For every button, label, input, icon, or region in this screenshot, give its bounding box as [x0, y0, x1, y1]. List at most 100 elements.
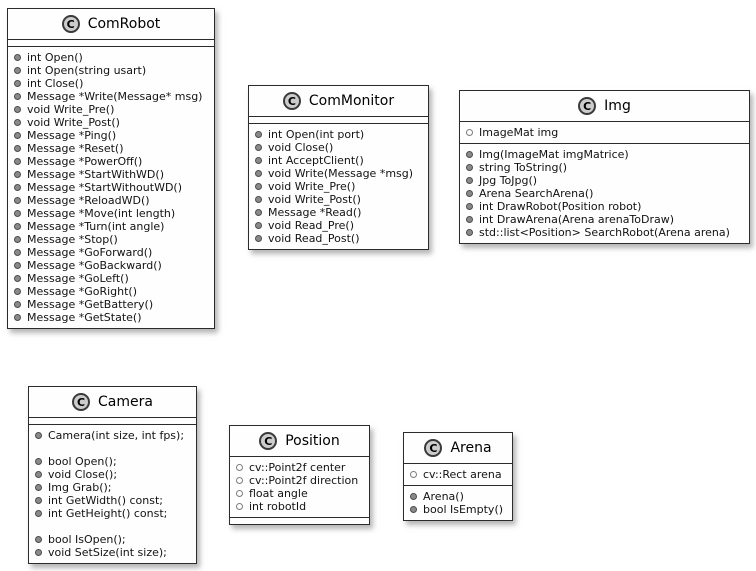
method-row: Message *GetBattery(): [8, 298, 210, 311]
method-visibility-icon: [255, 222, 262, 229]
method-row: void Write_Pre(): [8, 103, 210, 116]
method-visibility-icon: [35, 484, 42, 491]
method-visibility-icon: [14, 67, 21, 74]
method-visibility-icon: [14, 171, 21, 178]
class-name: ComRobot: [87, 16, 161, 32]
method-row: int Open(int port): [249, 128, 424, 141]
method-visibility-icon: [466, 190, 473, 197]
method-visibility-icon: [255, 144, 262, 151]
method-signature: Message *GoRight(): [27, 285, 138, 298]
methods-compartment: int Open()int Open(string usart)int Clos…: [8, 46, 214, 328]
method-row: int DrawRobot(Position robot): [460, 200, 745, 213]
method-row: Jpg ToJpg(): [460, 174, 745, 187]
class-badge-icon: C: [259, 432, 278, 450]
method-visibility-icon: [466, 151, 473, 158]
method-signature: void Read_Post(): [268, 232, 360, 245]
method-visibility-icon: [14, 210, 21, 217]
method-row: Img(ImageMat imgMatrice): [460, 148, 745, 161]
class-name: Arena: [450, 440, 492, 456]
method-row: void Write(Message *msg): [249, 167, 424, 180]
method-signature: string ToString(): [479, 161, 568, 174]
methods-compartment: Arena()bool IsEmpty(): [404, 485, 512, 520]
method-signature: Arena(): [423, 490, 464, 503]
method-signature: bool IsEmpty(): [423, 503, 504, 516]
method-row: Message *StartWithWD(): [8, 168, 210, 181]
method-row: Message *StartWithoutWD(): [8, 181, 210, 194]
field-signature: cv::Point2f direction: [249, 474, 359, 487]
method-visibility-icon: [466, 164, 473, 171]
method-row: void Write_Post(): [8, 116, 210, 129]
method-row: Message *GoLeft(): [8, 272, 210, 285]
method-row: bool IsEmpty(): [404, 503, 508, 516]
class-name: Img: [604, 98, 631, 114]
method-signature: void Write_Post(): [27, 116, 120, 129]
method-visibility-icon: [35, 536, 42, 543]
method-signature: Message *Reset(): [27, 142, 124, 155]
class-img: C Img ImageMat img Img(ImageMat imgMatri…: [459, 90, 750, 244]
field-signature: ImageMat img: [479, 126, 559, 139]
method-signature: Message *GoBackward(): [27, 259, 162, 272]
field-signature: cv::Point2f center: [249, 461, 346, 474]
method-row: [29, 520, 192, 533]
class-commonitor: C ComMonitor int Open(int port)void Clos…: [248, 85, 429, 250]
method-row: int Close(): [8, 77, 210, 90]
class-name: Position: [285, 433, 340, 449]
method-visibility-icon: [255, 209, 262, 216]
method-signature: Message *Stop(): [27, 233, 118, 246]
method-row: Message *Reset(): [8, 142, 210, 155]
method-row: bool IsOpen();: [29, 533, 192, 546]
class-header: C Arena: [404, 433, 512, 463]
fields-compartment: cv::Rect arena: [404, 463, 512, 485]
class-badge-icon: C: [72, 393, 91, 411]
method-visibility-icon: [35, 458, 42, 465]
class-header: C ComRobot: [8, 9, 214, 39]
method-visibility-icon: [14, 236, 21, 243]
method-row: Camera(int size, int fps);: [29, 429, 192, 442]
method-signature: int AcceptClient(): [268, 154, 364, 167]
field-signature: int robotId: [249, 500, 307, 513]
class-header: C ComMonitor: [249, 86, 428, 116]
field-row: cv::Point2f center: [230, 461, 365, 474]
method-visibility-icon: [35, 549, 42, 556]
method-visibility-icon: [255, 131, 262, 138]
method-signature: Message *Read(): [268, 206, 362, 219]
method-signature: void Write_Pre(): [27, 103, 115, 116]
method-row: [29, 442, 192, 455]
method-signature: Message *GetState(): [27, 311, 142, 324]
method-signature: bool IsOpen();: [48, 533, 126, 546]
method-visibility-icon: [35, 510, 42, 517]
method-signature: void Write_Post(): [268, 193, 361, 206]
field-row: float angle: [230, 487, 365, 500]
method-visibility-icon: [14, 314, 21, 321]
method-signature: Message *ReloadWD(): [27, 194, 150, 207]
method-visibility-icon: [14, 132, 21, 139]
method-signature: Message *Move(int length): [27, 207, 176, 220]
method-visibility-icon: [255, 196, 262, 203]
method-signature: Img Grab();: [48, 481, 112, 494]
method-visibility-icon: [35, 471, 42, 478]
method-signature: void Close(): [268, 141, 334, 154]
method-visibility-icon: [14, 93, 21, 100]
method-visibility-icon: [14, 249, 21, 256]
methods-compartment: Img(ImageMat imgMatrice)string ToString(…: [460, 143, 749, 243]
class-badge-icon: C: [424, 439, 443, 457]
method-row: int Open(): [8, 51, 210, 64]
field-row: int robotId: [230, 500, 365, 513]
method-signature: void Close();: [48, 468, 118, 481]
method-visibility-icon: [35, 497, 42, 504]
method-row: Arena SearchArena(): [460, 187, 745, 200]
method-signature: int GetHeight() const;: [48, 507, 168, 520]
fields-compartment: [8, 39, 214, 46]
method-signature: Img(ImageMat imgMatrice): [479, 148, 629, 161]
method-row: Message *Stop(): [8, 233, 210, 246]
method-visibility-icon: [14, 197, 21, 204]
class-header: C Position: [230, 426, 369, 456]
field-row: cv::Point2f direction: [230, 474, 365, 487]
method-visibility-icon: [466, 229, 473, 236]
method-visibility-icon: [14, 184, 21, 191]
method-visibility-icon: [14, 119, 21, 126]
field-visibility-icon: [410, 471, 417, 478]
method-signature: int DrawRobot(Position robot): [479, 200, 642, 213]
fields-compartment: [29, 417, 196, 424]
